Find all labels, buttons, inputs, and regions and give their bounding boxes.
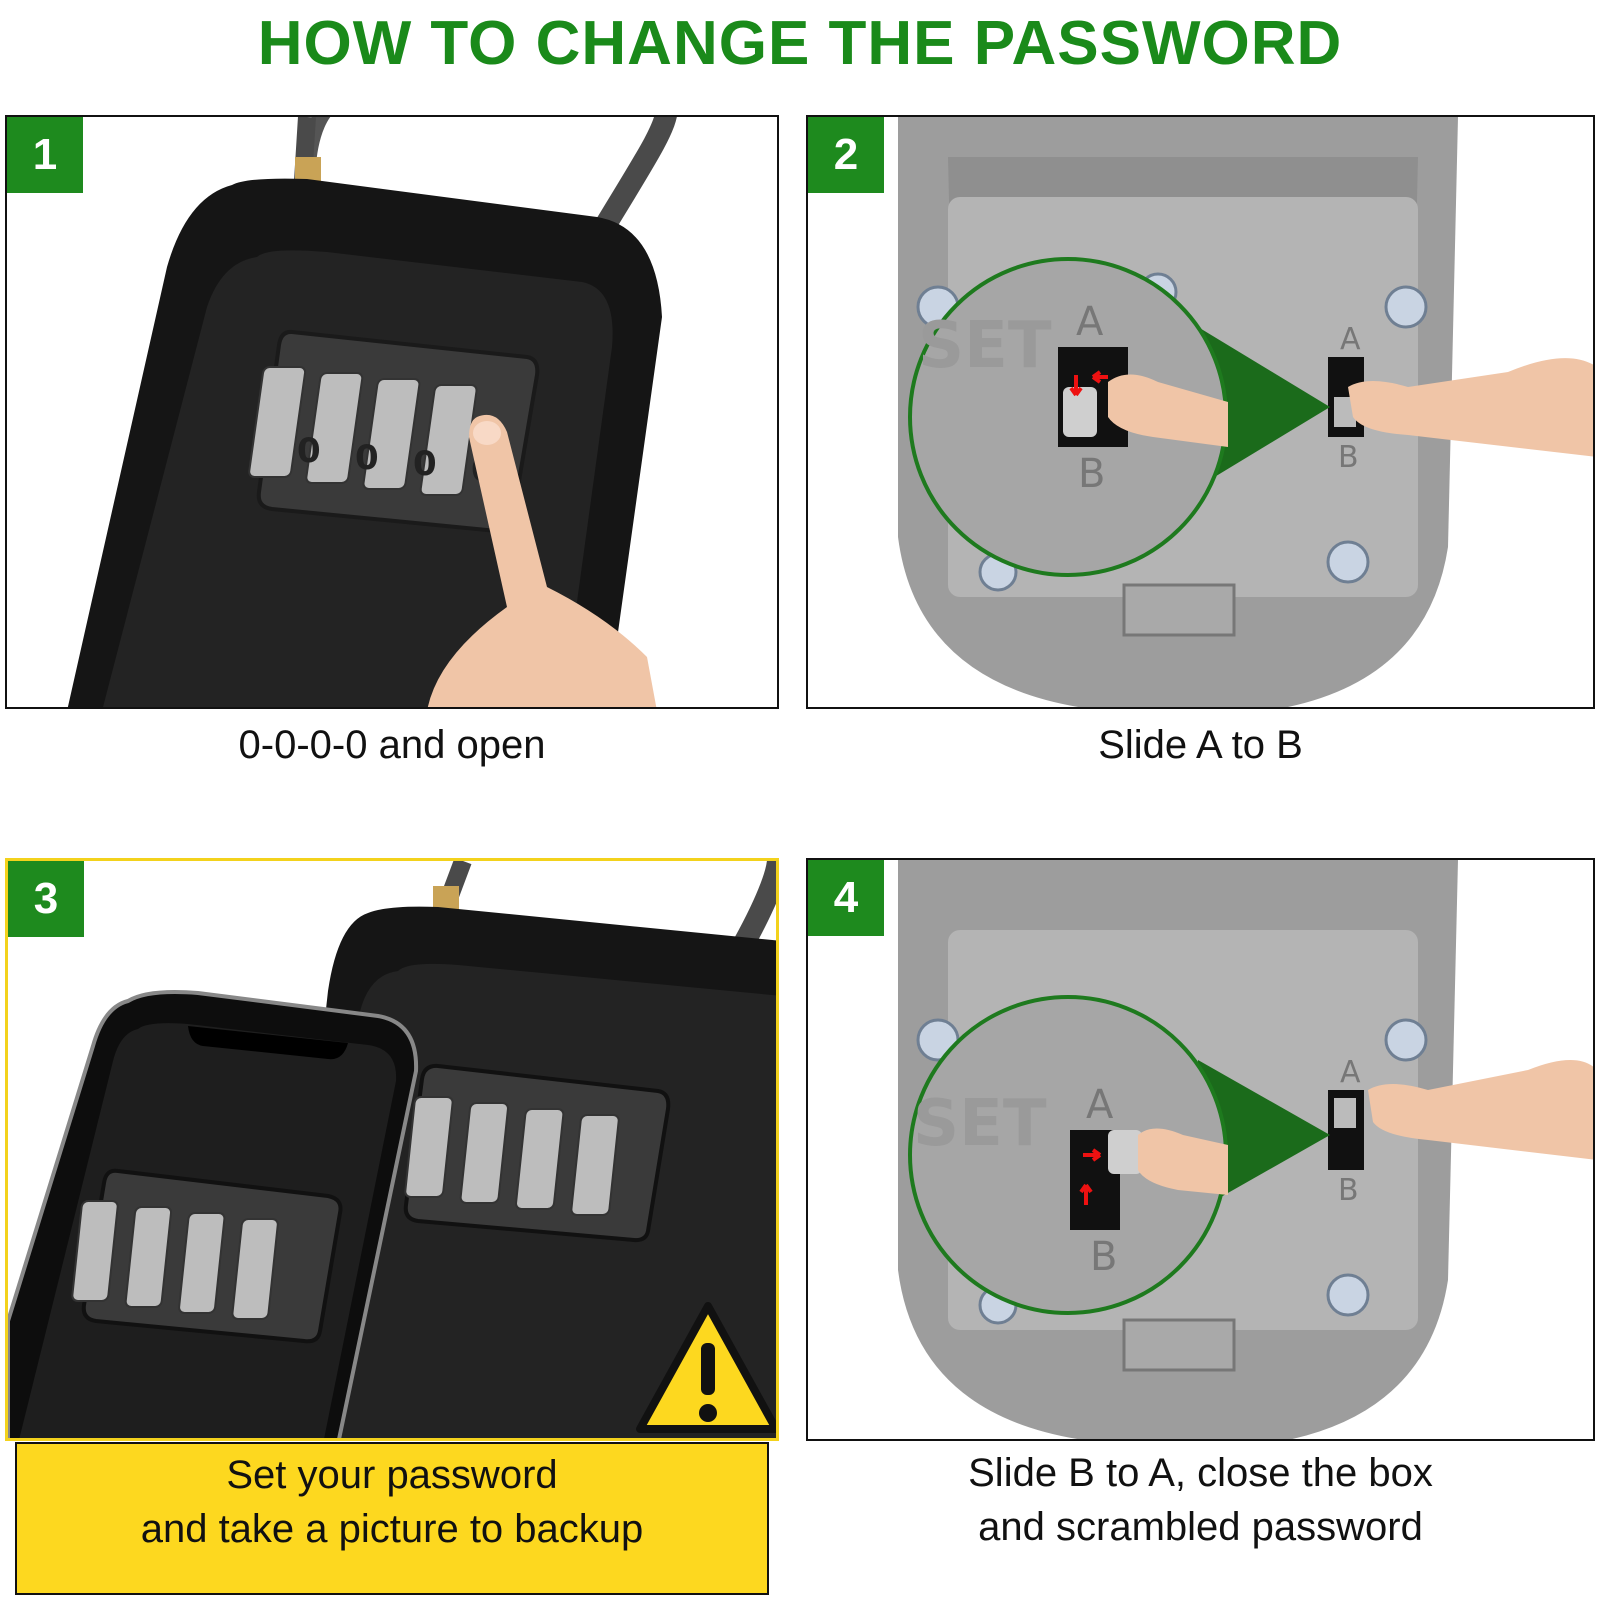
slider-switch: A B bbox=[1328, 1055, 1364, 1208]
warning-triangle-icon bbox=[636, 1302, 776, 1433]
step-1-panel: 1 0 0 0 0 bbox=[5, 115, 779, 709]
step-1-caption: 0-0-0-0 and open bbox=[238, 723, 546, 767]
lockbox-dial-illustration: 0 0 0 0 bbox=[67, 117, 677, 707]
step-2-badge: 2 bbox=[808, 117, 884, 193]
dial-digit: 0 bbox=[297, 431, 321, 471]
lock-interior-illustration: A B SET A B bbox=[898, 860, 1593, 1439]
step-3-badge: 3 bbox=[8, 861, 84, 937]
zoom-pointer bbox=[1198, 1060, 1330, 1210]
zoom-pointer bbox=[1198, 327, 1330, 487]
svg-text:B: B bbox=[1090, 1234, 1117, 1280]
step-2-panel: 2 A B SET A B bbox=[806, 115, 1595, 709]
svg-text:SET: SET bbox=[913, 1087, 1047, 1161]
dial-digit: 0 bbox=[413, 444, 437, 484]
dial-digit: 0 bbox=[355, 438, 379, 478]
svg-text:SET: SET bbox=[918, 309, 1052, 383]
svg-text:A: A bbox=[1340, 322, 1361, 357]
svg-text:B: B bbox=[1338, 440, 1359, 475]
svg-text:B: B bbox=[1338, 1173, 1359, 1208]
step-2-caption: Slide A to B bbox=[1098, 723, 1303, 767]
step-4-caption: Slide B to A, close the box and scramble… bbox=[968, 1451, 1433, 1549]
svg-text:A: A bbox=[1086, 1082, 1114, 1128]
step-4-panel: 4 A B SET A B bbox=[806, 858, 1595, 1441]
phone-photo-backup-illustration bbox=[8, 861, 776, 1438]
step-3-panel: 3 bbox=[5, 858, 779, 1441]
lock-interior-illustration: A B SET A B bbox=[898, 117, 1593, 707]
step-1-badge: 1 bbox=[7, 117, 83, 193]
step-3-caption: Set your password and take a picture to … bbox=[15, 1442, 769, 1595]
svg-text:A: A bbox=[1076, 299, 1104, 345]
step-4-badge: 4 bbox=[808, 860, 884, 936]
svg-text:A: A bbox=[1340, 1055, 1361, 1090]
page-title: HOW TO CHANGE THE PASSWORD bbox=[257, 9, 1343, 78]
svg-text:B: B bbox=[1078, 451, 1105, 497]
